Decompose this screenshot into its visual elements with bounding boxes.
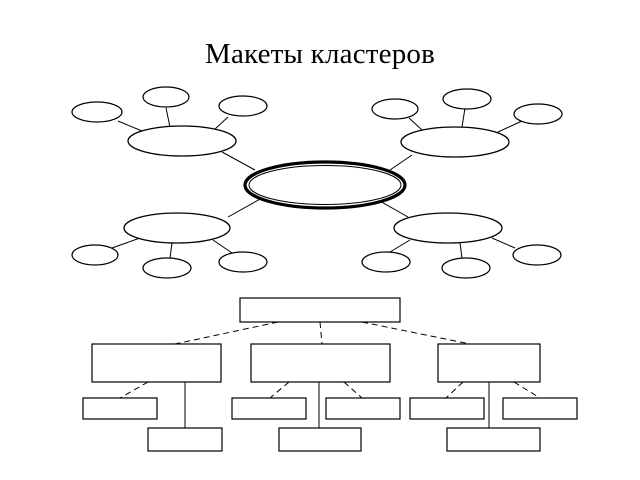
connector-center-bottom-right xyxy=(377,199,409,218)
connector-tr-right xyxy=(497,120,523,133)
dashed-link-right-sub-left xyxy=(445,381,464,399)
dashed-link-left-sub xyxy=(119,381,149,399)
satellite-node xyxy=(361,251,411,273)
dashed-link-root-middle xyxy=(319,321,323,345)
satellite-node xyxy=(218,251,268,273)
connector-br-left xyxy=(389,239,411,253)
dashed-link-root-left xyxy=(174,321,279,345)
satellite-node xyxy=(513,103,563,125)
dashed-link-middle-sub-left xyxy=(269,381,290,399)
tree-leaf-box xyxy=(325,397,401,420)
tree-leaf-box xyxy=(231,397,307,420)
connector-bl-right xyxy=(212,239,233,254)
connector-tr-left xyxy=(408,117,423,131)
dashed-link-middle-sub-right xyxy=(343,381,363,399)
connector-tr-top xyxy=(461,107,466,128)
connector-tl-right xyxy=(214,116,229,130)
satellite-node xyxy=(218,95,268,117)
satellite-node xyxy=(512,244,562,266)
dashed-link-root-right xyxy=(361,321,471,345)
connector-br-bottom xyxy=(459,242,463,259)
tree-root-box xyxy=(239,297,401,323)
tree-child-box-left xyxy=(91,343,222,383)
connector-center-top-right xyxy=(389,154,413,171)
connector-center-bottom-left xyxy=(227,197,263,218)
satellite-node xyxy=(142,86,190,108)
connector-bl-left xyxy=(111,237,141,249)
tree-leaf-box xyxy=(409,397,485,420)
connector-br-right xyxy=(491,237,516,249)
tree-leaf-box xyxy=(82,397,158,420)
connector-center-top-left xyxy=(221,151,256,171)
cluster-center-node xyxy=(243,160,407,210)
radial-cluster xyxy=(71,86,563,279)
tree-leaf-box xyxy=(147,427,223,452)
tree-leaf-box xyxy=(446,427,541,452)
satellite-node xyxy=(71,244,119,266)
tree-child-box-middle xyxy=(250,343,391,383)
tree-leaf-box xyxy=(502,397,578,420)
cluster-center-node-inner-ring xyxy=(248,165,402,205)
satellite-node xyxy=(371,98,419,120)
branch-node-top-right xyxy=(400,126,510,158)
branch-node-bottom-left xyxy=(123,212,231,244)
tree-child-box-right xyxy=(437,343,541,383)
satellite-node xyxy=(441,257,491,279)
hierarchical-tree xyxy=(82,297,578,452)
branch-node-bottom-right xyxy=(393,212,503,244)
dashed-link-right-sub-right xyxy=(513,381,541,399)
branch-node-top-left xyxy=(127,125,237,157)
connector-tl-left xyxy=(117,120,143,132)
connector-tl-top xyxy=(165,107,171,128)
satellite-node xyxy=(142,257,192,279)
satellite-node xyxy=(71,101,123,123)
connector-bl-bottom xyxy=(169,242,173,259)
tree-leaf-box xyxy=(278,427,362,452)
slide-title: Макеты кластеров xyxy=(204,38,436,70)
satellite-node xyxy=(442,88,492,110)
